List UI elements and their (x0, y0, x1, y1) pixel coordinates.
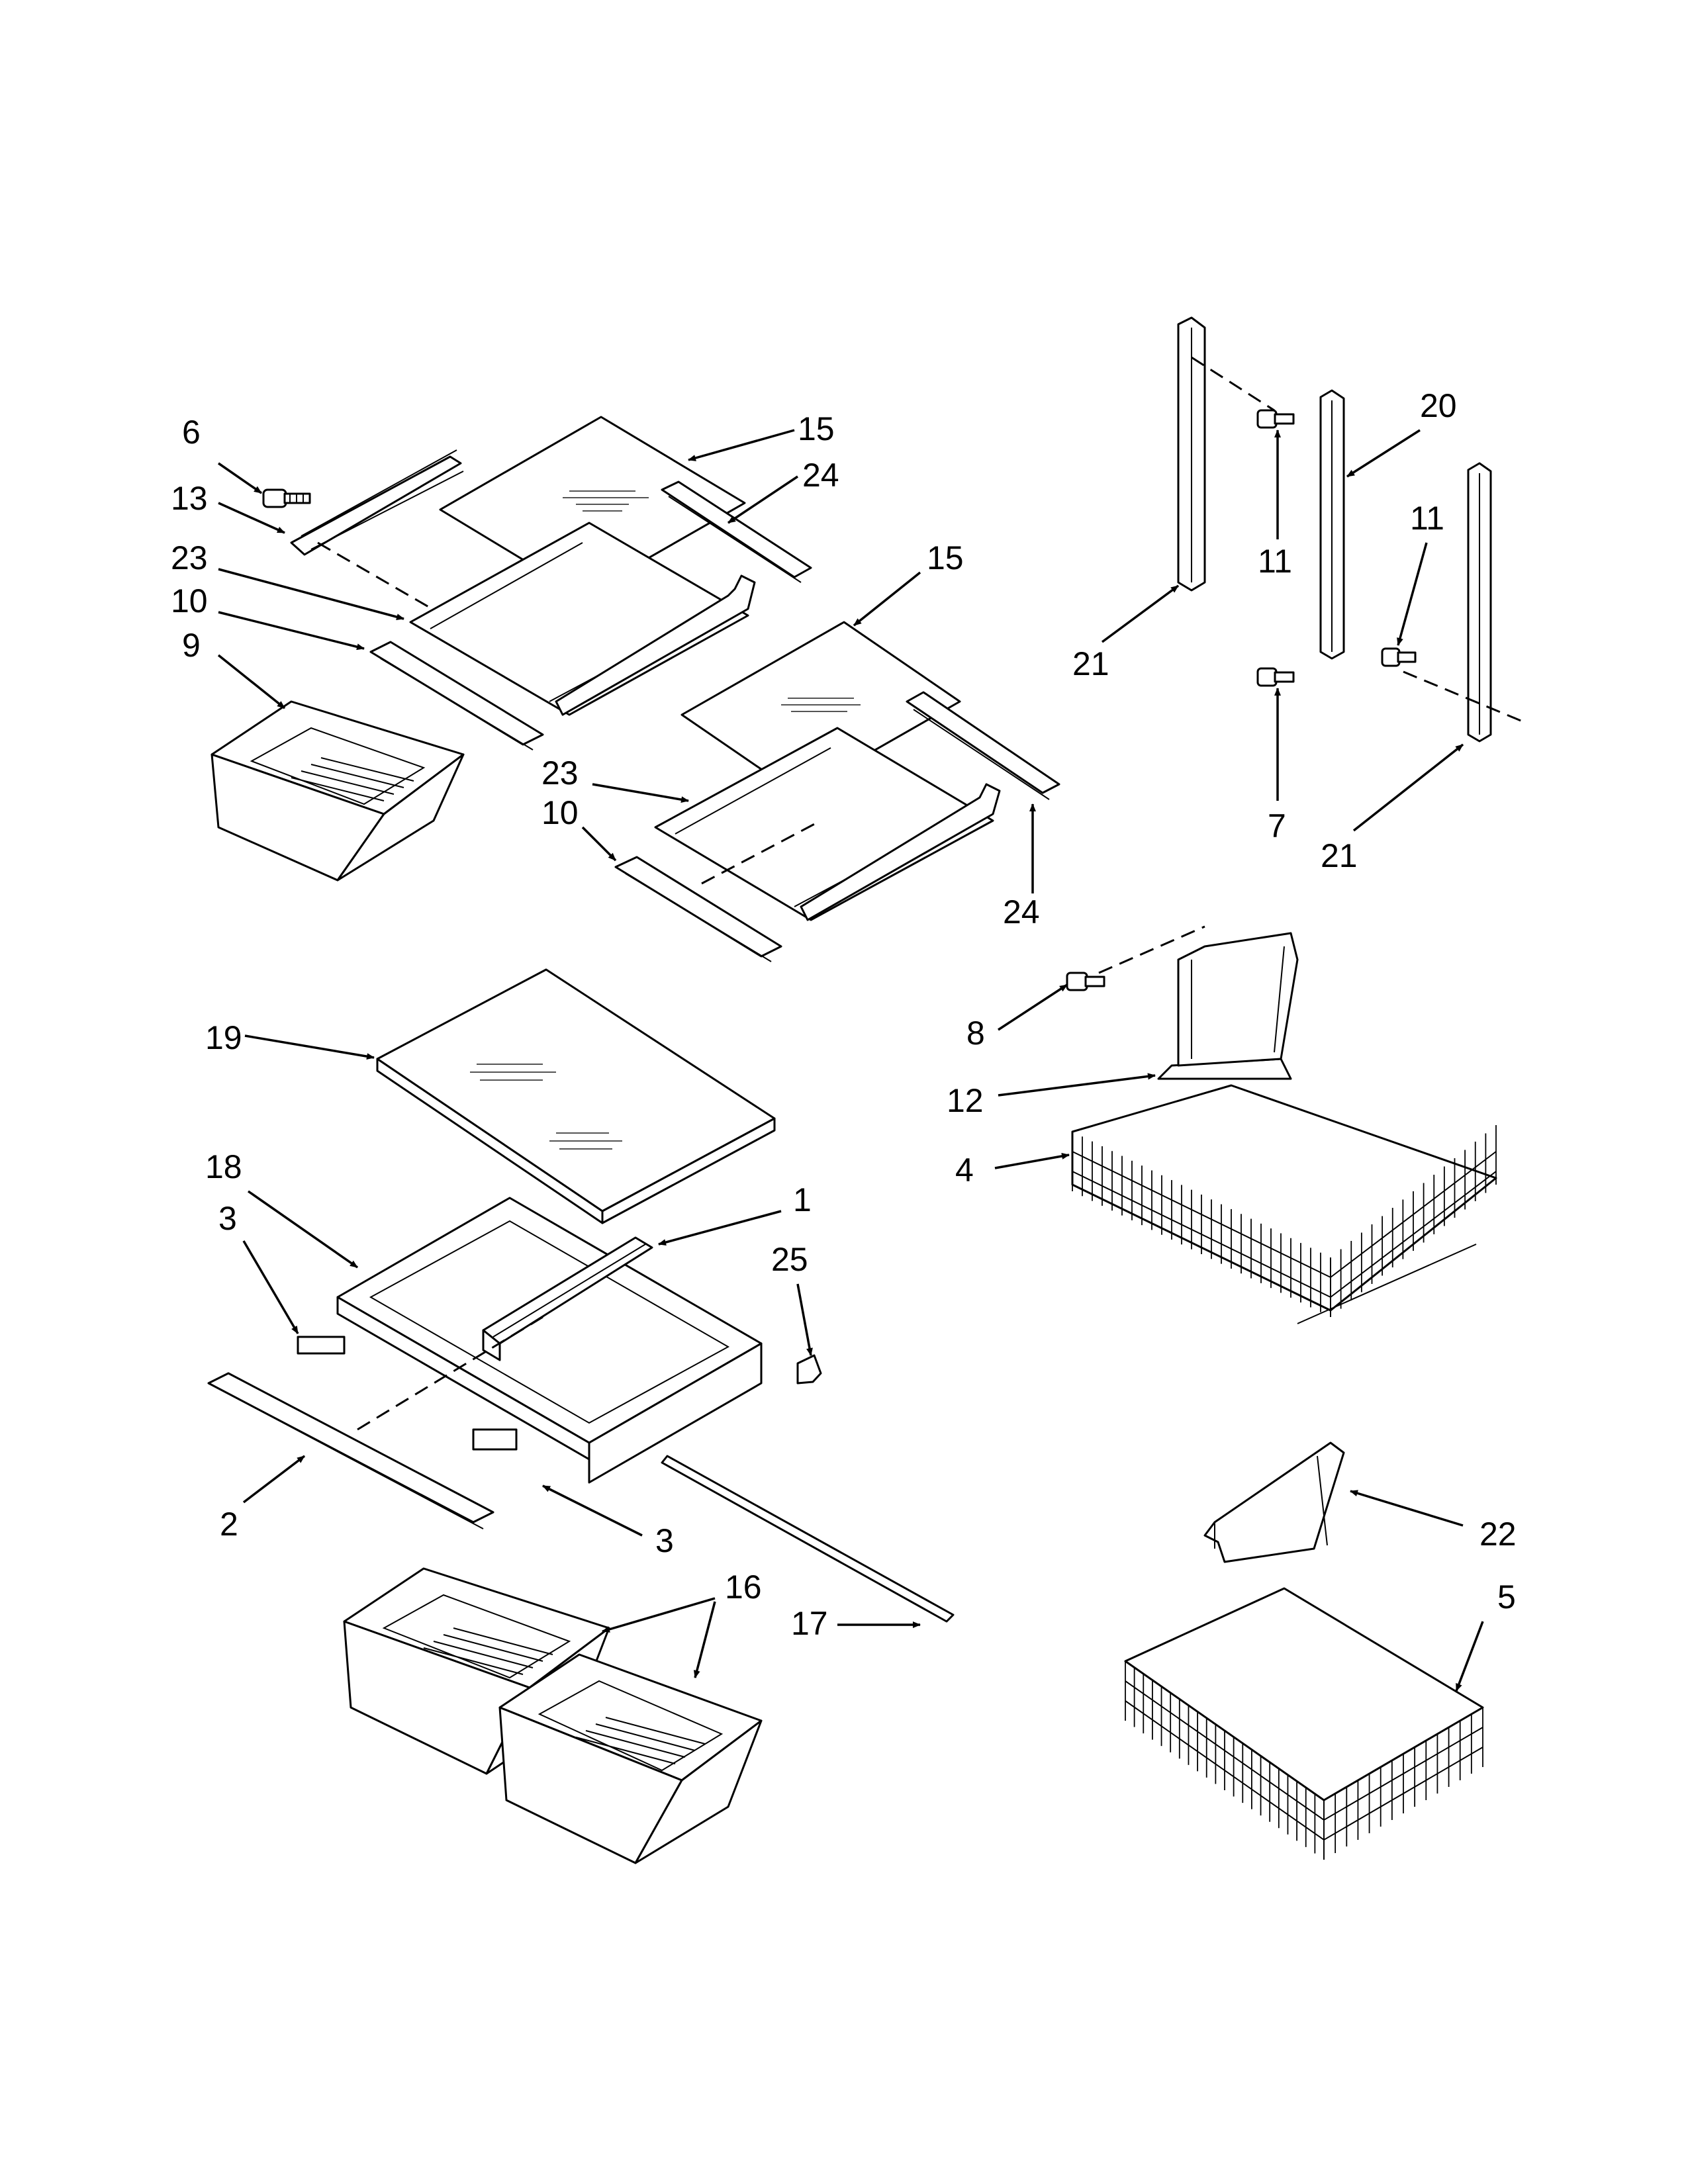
front-trim-part-2 (207, 1372, 494, 1524)
leader-arrows (217, 429, 1484, 1692)
callout-3a: 3 (218, 1200, 237, 1237)
bracket-part-25 (796, 1354, 822, 1385)
callout-10a: 10 (171, 582, 208, 619)
callout-23b: 23 (541, 754, 579, 792)
rail-part-24-middle (906, 691, 1060, 794)
callout-3b: 3 (655, 1522, 674, 1559)
crisper-drawer-part-9 (211, 700, 465, 882)
upper-shelf-assembly (211, 416, 812, 882)
callout-19: 19 (205, 1019, 242, 1056)
callout-20: 20 (1420, 387, 1457, 424)
callout-15a: 15 (798, 410, 835, 447)
callout-16: 16 (725, 1569, 762, 1606)
screw-part-7 (1256, 667, 1295, 687)
callout-2: 2 (220, 1506, 238, 1543)
callout-10b: 10 (541, 794, 579, 831)
callout-11a: 11 (1258, 543, 1292, 580)
clip-part-3-left (297, 1336, 346, 1355)
callout-24b: 24 (1003, 893, 1040, 931)
clip-part-3-right (472, 1428, 518, 1451)
callout-9: 9 (182, 627, 201, 664)
callout-6: 6 (182, 414, 201, 451)
rod-part-17 (661, 1455, 955, 1623)
freezer-basket-lower-assembly (1124, 1441, 1484, 1860)
callout-5: 5 (1497, 1578, 1516, 1615)
callout-21b: 21 (1321, 837, 1358, 874)
screw-part-6 (262, 488, 311, 508)
callout-4: 4 (955, 1152, 974, 1189)
wall-rails (1177, 316, 1523, 743)
callout-labels: 1 2 3 3 4 5 6 7 8 9 10 10 11 11 12 13 15… (171, 387, 1517, 1642)
middle-shelf-assembly (614, 621, 1060, 962)
shelf-frame-part-23-middle (654, 727, 994, 921)
freezer-basket-upper-assembly (1066, 925, 1497, 1324)
callout-15b: 15 (927, 539, 964, 576)
callout-25: 25 (771, 1241, 808, 1278)
callout-8: 8 (966, 1015, 985, 1052)
divider-part-22 (1203, 1441, 1345, 1563)
crisper-cover-part-19 (376, 968, 776, 1224)
shelf-frame-part-23-upper (409, 522, 749, 716)
callout-13: 13 (171, 480, 208, 517)
callout-11b: 11 (1410, 500, 1444, 537)
glass-shelf-part-15-middle (680, 621, 961, 796)
crisper-drawers-part-16 (343, 1567, 763, 1864)
callout-12: 12 (947, 1082, 984, 1119)
callout-17: 17 (791, 1605, 828, 1642)
screw-part-8 (1066, 972, 1105, 991)
wire-basket-part-5 (1124, 1587, 1484, 1860)
screw-part-11-right (1381, 647, 1417, 667)
bracket-part-13 (290, 455, 462, 556)
crisper-frame-assembly (207, 1197, 955, 1623)
callout-24a: 24 (802, 457, 839, 494)
screw-part-11-upper (1256, 409, 1295, 429)
callout-23a: 23 (171, 539, 208, 576)
callout-21a: 21 (1072, 645, 1109, 682)
callout-1: 1 (793, 1181, 812, 1218)
callout-18: 18 (205, 1148, 242, 1185)
callout-7: 7 (1268, 807, 1286, 844)
wire-basket-part-4 (1071, 1084, 1497, 1324)
callout-22: 22 (1479, 1516, 1517, 1553)
rail-part-24-upper (661, 480, 812, 578)
